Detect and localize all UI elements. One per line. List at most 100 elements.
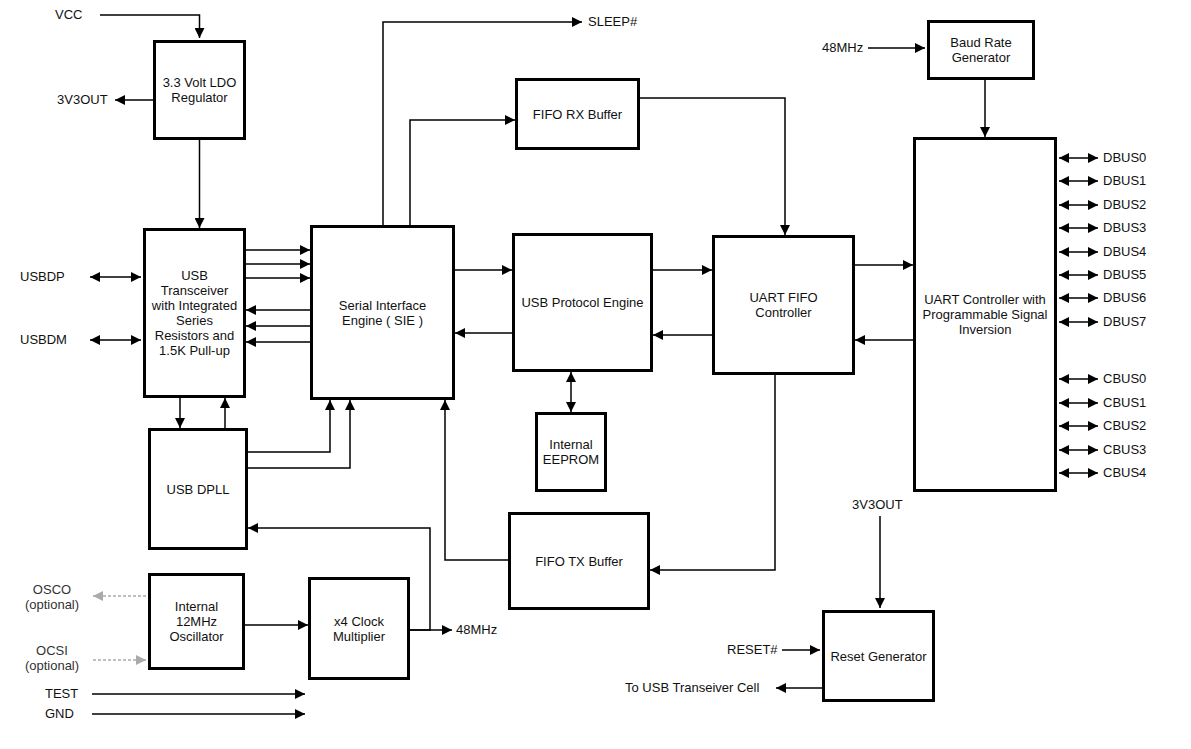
signal-connector xyxy=(653,269,712,271)
signal-name: GND xyxy=(45,706,74,721)
clock-wire xyxy=(868,47,925,49)
signal-name: TEST xyxy=(45,686,78,701)
block-label: UART FIFO Controller xyxy=(720,290,847,320)
cbus-wire xyxy=(1059,472,1098,474)
block-label: USB Protocol Engine xyxy=(521,295,643,310)
block-label: USB Transceiver with Integrated Series R… xyxy=(151,268,238,358)
signal-connector xyxy=(246,249,310,251)
dbus-wire xyxy=(1059,251,1098,253)
signal-name: DBUS0 xyxy=(1103,150,1146,165)
block-box: USB Protocol Engine xyxy=(512,233,653,372)
block-box: Internal EEPROM xyxy=(535,412,607,492)
signal-name: CBUS2 xyxy=(1103,418,1146,433)
cbus-wire xyxy=(1059,378,1098,380)
block-label: x4 Clock Multiplier xyxy=(316,614,402,644)
signal-connector xyxy=(224,398,226,428)
dbus-wire xyxy=(1059,227,1098,229)
signal-name: RESET# xyxy=(727,642,778,657)
block-box: Internal 12MHz Oscillator xyxy=(148,573,245,670)
signal-name: CBUS4 xyxy=(1103,465,1146,480)
signal-connector xyxy=(455,269,512,271)
dbus-wire xyxy=(1059,297,1098,299)
block-box: FIFO RX Buffer xyxy=(515,78,640,150)
cbus-wire xyxy=(1059,425,1098,427)
reset-wire xyxy=(782,649,820,651)
signal-name: DBUS1 xyxy=(1103,173,1146,188)
signal-connector xyxy=(445,400,508,560)
cbus-wire xyxy=(1059,402,1098,404)
signal-name: DBUS3 xyxy=(1103,220,1146,235)
signal-connector xyxy=(650,375,775,570)
dbus-wire xyxy=(1059,204,1098,206)
signal-connector xyxy=(245,624,308,626)
block-label: UART Controller with Programmable Signal… xyxy=(921,292,1049,337)
cbus-wire xyxy=(1059,449,1098,451)
signal-connector xyxy=(640,98,785,235)
signal-connector xyxy=(246,309,310,311)
signal-name: DBUS7 xyxy=(1103,314,1146,329)
signal-connector xyxy=(246,277,310,279)
signal-connector xyxy=(984,80,986,137)
signal-name: To USB Transeiver Cell xyxy=(625,680,759,695)
block-box: 3.3 Volt LDO Regulator xyxy=(153,40,246,140)
signal-name: VCC xyxy=(55,7,82,22)
3v3out-wire xyxy=(115,99,153,101)
signal-connector xyxy=(570,372,572,412)
signal-connector xyxy=(653,334,712,336)
signal-connector xyxy=(855,264,913,266)
block-box: Reset Generator xyxy=(822,610,935,702)
gnd-wire xyxy=(92,713,305,715)
reset-out-wire xyxy=(776,687,822,689)
signal-name: 3V3OUT xyxy=(57,92,108,107)
block-box: Baud Rate Generator xyxy=(927,20,1035,80)
block-label: Internal EEPROM xyxy=(543,437,599,467)
signal-connector xyxy=(246,325,310,327)
block-box: FIFO TX Buffer xyxy=(508,512,650,610)
block-box: UART Controller with Programmable Signal… xyxy=(913,137,1057,492)
usbdp-wire xyxy=(90,276,141,278)
signal-connector xyxy=(455,332,512,334)
signal-name: DBUS5 xyxy=(1103,267,1146,282)
block-label: Serial Interface Engine ( SIE ) xyxy=(318,298,447,328)
signal-name: CBUS1 xyxy=(1103,395,1146,410)
dbus-wire xyxy=(1059,180,1098,182)
signal-name: USBDP xyxy=(20,269,65,284)
dbus-wire xyxy=(1059,157,1098,159)
signal-name: OSCO (optional) xyxy=(15,582,89,612)
signal-connector xyxy=(248,400,330,452)
test-wire xyxy=(92,693,305,695)
signal-connector xyxy=(855,339,913,341)
block-box: Serial Interface Engine ( SIE ) xyxy=(310,225,455,400)
signal-name: DBUS6 xyxy=(1103,290,1146,305)
signal-name: DBUS4 xyxy=(1103,244,1146,259)
signal-name: CBUS3 xyxy=(1103,442,1146,457)
signal-name: DBUS2 xyxy=(1103,197,1146,212)
dbus-wire xyxy=(1059,321,1098,323)
block-label: FIFO RX Buffer xyxy=(533,107,622,122)
block-box: UART FIFO Controller xyxy=(712,235,855,375)
3v3out-wire xyxy=(879,516,881,608)
vcc-wire xyxy=(100,15,200,38)
block-label: 3.3 Volt LDO Regulator xyxy=(161,75,238,105)
signal-name: 48MHz xyxy=(456,622,497,637)
ocsi-wire xyxy=(93,659,146,661)
signal-connector xyxy=(248,400,350,468)
signal-connector xyxy=(246,341,310,343)
dbus-wire xyxy=(1059,274,1098,276)
osco-wire xyxy=(93,595,146,597)
block-label: FIFO TX Buffer xyxy=(535,554,623,569)
signal-connector xyxy=(199,140,201,228)
block-box: USB Transceiver with Integrated Series R… xyxy=(143,228,246,398)
signal-name: OCSI (optional) xyxy=(15,643,89,673)
signal-connector xyxy=(246,263,310,265)
block-box: x4 Clock Multiplier xyxy=(308,577,410,680)
block-label: Internal 12MHz Oscillator xyxy=(156,599,237,644)
block-box: USB DPLL xyxy=(148,428,248,550)
signal-name: USBDM xyxy=(20,332,67,347)
block-label: Reset Generator xyxy=(830,649,926,664)
signal-name: SLEEP# xyxy=(588,14,637,29)
usbdm-wire xyxy=(90,339,141,341)
signal-name: 48MHz xyxy=(822,40,863,55)
